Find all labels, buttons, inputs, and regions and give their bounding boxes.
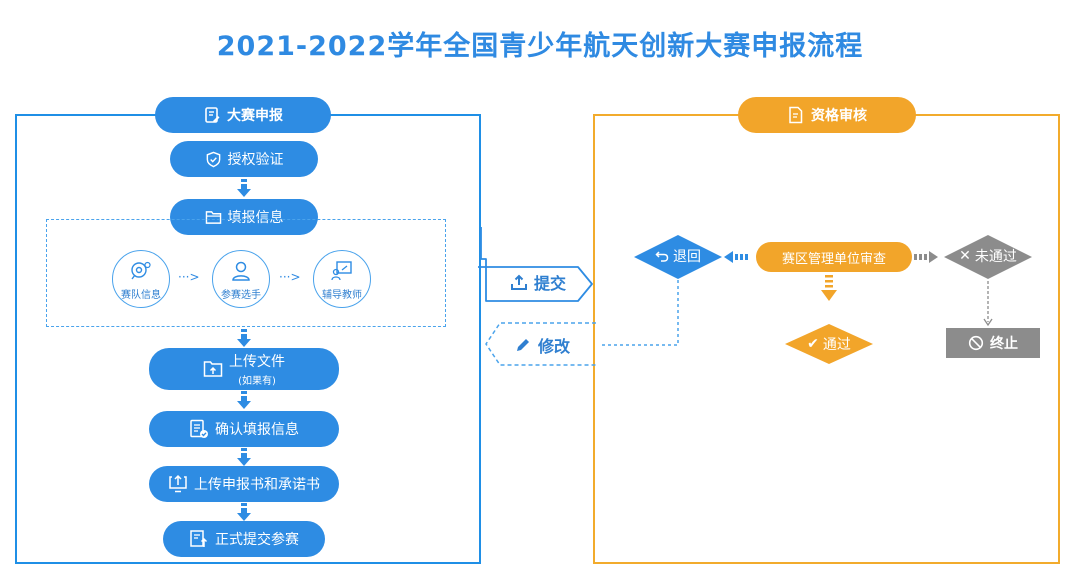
dotted-arrow-1: ···>	[178, 270, 200, 284]
passed-node: ✔ 通过	[785, 333, 873, 355]
terminate-label: 终止	[990, 336, 1018, 352]
submit-label-group: 提交	[510, 270, 566, 294]
arrow-down-icon	[237, 503, 251, 521]
list-upload-icon	[190, 530, 208, 547]
formal-submit-step: 正式提交参赛	[163, 521, 325, 557]
upload-file-step: 上传文件 (如果有)	[149, 348, 339, 390]
review-flow-shapes	[600, 235, 1032, 364]
document-check-icon	[190, 419, 208, 438]
connector-lines	[478, 227, 596, 366]
document-person-icon	[789, 106, 803, 124]
arrow-down-icon	[237, 329, 251, 347]
arrow-down-icon	[237, 391, 251, 409]
modify-label-group: 修改	[514, 333, 570, 357]
review-node: 赛区管理单位审查	[756, 242, 912, 272]
shield-check-icon	[206, 151, 220, 167]
application-header-label: 大赛申报	[227, 108, 283, 124]
teacher-label: 辅导教师	[322, 290, 362, 301]
upload-docs-label: 上传申报书和承诺书	[194, 477, 320, 493]
player-label: 参赛选手	[221, 290, 261, 301]
auth-step: 授权验证	[170, 141, 318, 177]
fill-info-step-label: 填报信息	[227, 210, 284, 226]
not-passed-diamond	[944, 235, 1032, 279]
page-title: 2021-2022学年全国青少年航天创新大赛申报流程	[216, 31, 864, 62]
teacher-board-icon	[331, 261, 352, 281]
upload-file-label: 上传文件	[229, 354, 285, 370]
not-passed-node: ✕ 未通过	[944, 245, 1032, 267]
teacher-circle: 辅导教师	[313, 250, 371, 308]
not-passed-label: 未通过	[974, 249, 1017, 265]
team-info-label: 赛队信息	[121, 290, 161, 301]
formal-submit-label: 正式提交参赛	[215, 532, 299, 548]
pencil-icon	[517, 339, 529, 351]
auth-step-label: 授权验证	[227, 152, 284, 168]
user-icon	[232, 261, 250, 281]
upload-file-note: (如果有)	[238, 376, 276, 387]
monitor-upload-icon	[169, 474, 187, 493]
confirm-info-label: 确认填报信息	[215, 422, 299, 438]
return-diamond	[634, 235, 722, 279]
submit-label: 提交	[534, 274, 567, 293]
arrow-down-icon	[237, 179, 251, 197]
form-edit-icon	[205, 107, 220, 123]
terminate-node: 终止	[946, 328, 1040, 358]
fill-info-step: 填报信息	[170, 199, 318, 235]
check-icon: ✔	[807, 336, 819, 352]
upload-docs-step: 上传申报书和承诺书	[149, 466, 339, 502]
team-info-circle: 赛队信息	[112, 250, 170, 308]
application-header: 大赛申报	[155, 97, 331, 133]
folder-icon	[205, 210, 221, 224]
modify-label: 修改	[538, 337, 571, 356]
confirm-info-step: 确认填报信息	[149, 411, 339, 447]
undo-icon	[655, 251, 669, 262]
arrow-down-icon	[237, 448, 251, 466]
close-icon: ✕	[959, 248, 971, 264]
prohibited-icon	[968, 335, 984, 351]
review-header-label: 资格审核	[811, 108, 867, 124]
team-settings-icon	[131, 261, 151, 280]
return-node: 退回	[634, 245, 722, 267]
passed-diamond	[785, 324, 873, 364]
info-details-box	[46, 219, 446, 327]
passed-label: 通过	[822, 337, 851, 353]
upload-icon	[511, 274, 527, 290]
player-circle: 参赛选手	[212, 250, 270, 308]
review-header: 资格审核	[738, 97, 916, 133]
folder-upload-icon	[203, 361, 223, 377]
dotted-arrow-2: ···>	[279, 270, 301, 284]
return-label: 退回	[673, 249, 701, 265]
